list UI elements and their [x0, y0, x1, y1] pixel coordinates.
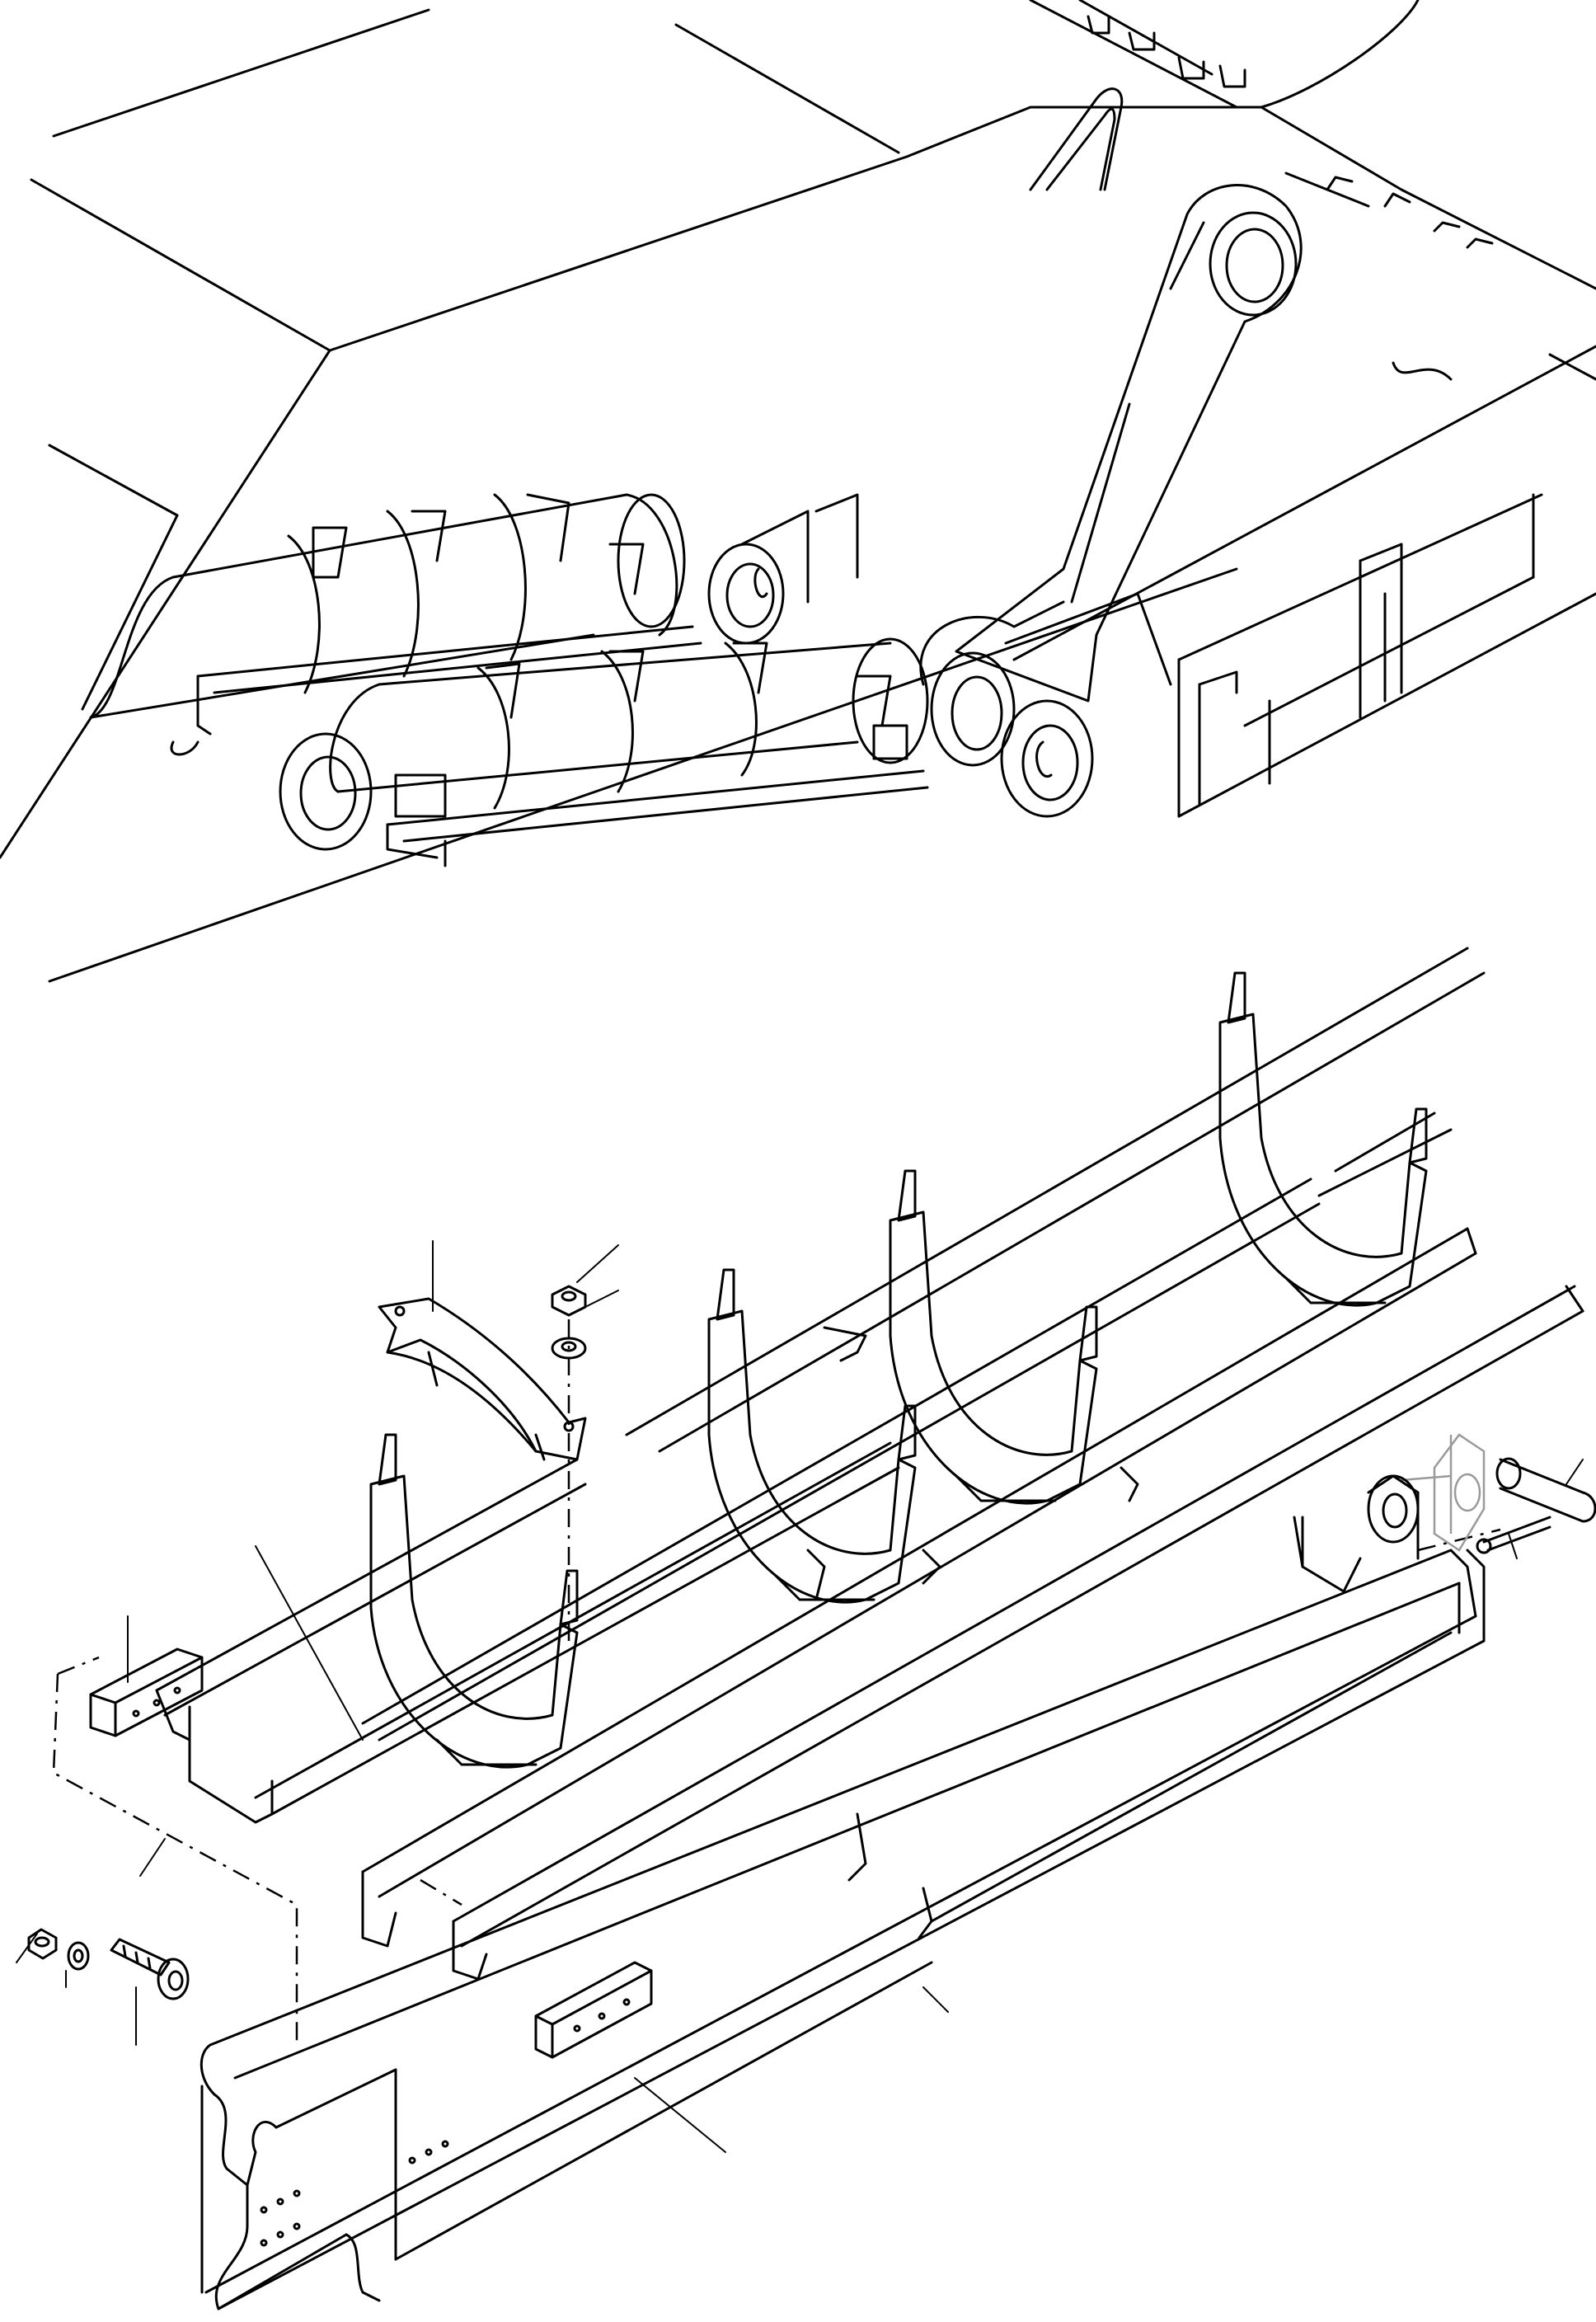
leader-lines [16, 1240, 1584, 2153]
lower-tray [200, 1474, 1486, 2310]
rack-teeth [1087, 15, 1494, 249]
fastener-set [27, 1928, 190, 2000]
spacer-block-right [534, 1961, 653, 2059]
rails [155, 947, 1584, 1981]
lower-hose-bundle [279, 637, 929, 867]
clamp-cap [378, 1297, 587, 1461]
spacer-block-left [89, 1647, 204, 1737]
phantom-bracket [1401, 1433, 1486, 1552]
phantom-lines [52, 1319, 1501, 2045]
machine-body [0, 0, 1596, 983]
nut-washer-top [551, 1285, 587, 1360]
u-clamp-4 [1218, 971, 1428, 1307]
lifting-hook [1029, 87, 1124, 191]
pin-cotter [1476, 1457, 1596, 1554]
exploded-view [16, 947, 1596, 2310]
pin-bosses [707, 493, 1172, 818]
boom-arm [955, 184, 1303, 703]
upper-hose-bundle [89, 493, 702, 756]
u-clamp-2 [707, 1268, 917, 1604]
u-clamp-3 [889, 1169, 1098, 1505]
u-clamp-1 [369, 1433, 579, 1769]
assembly-view [0, 0, 1596, 983]
